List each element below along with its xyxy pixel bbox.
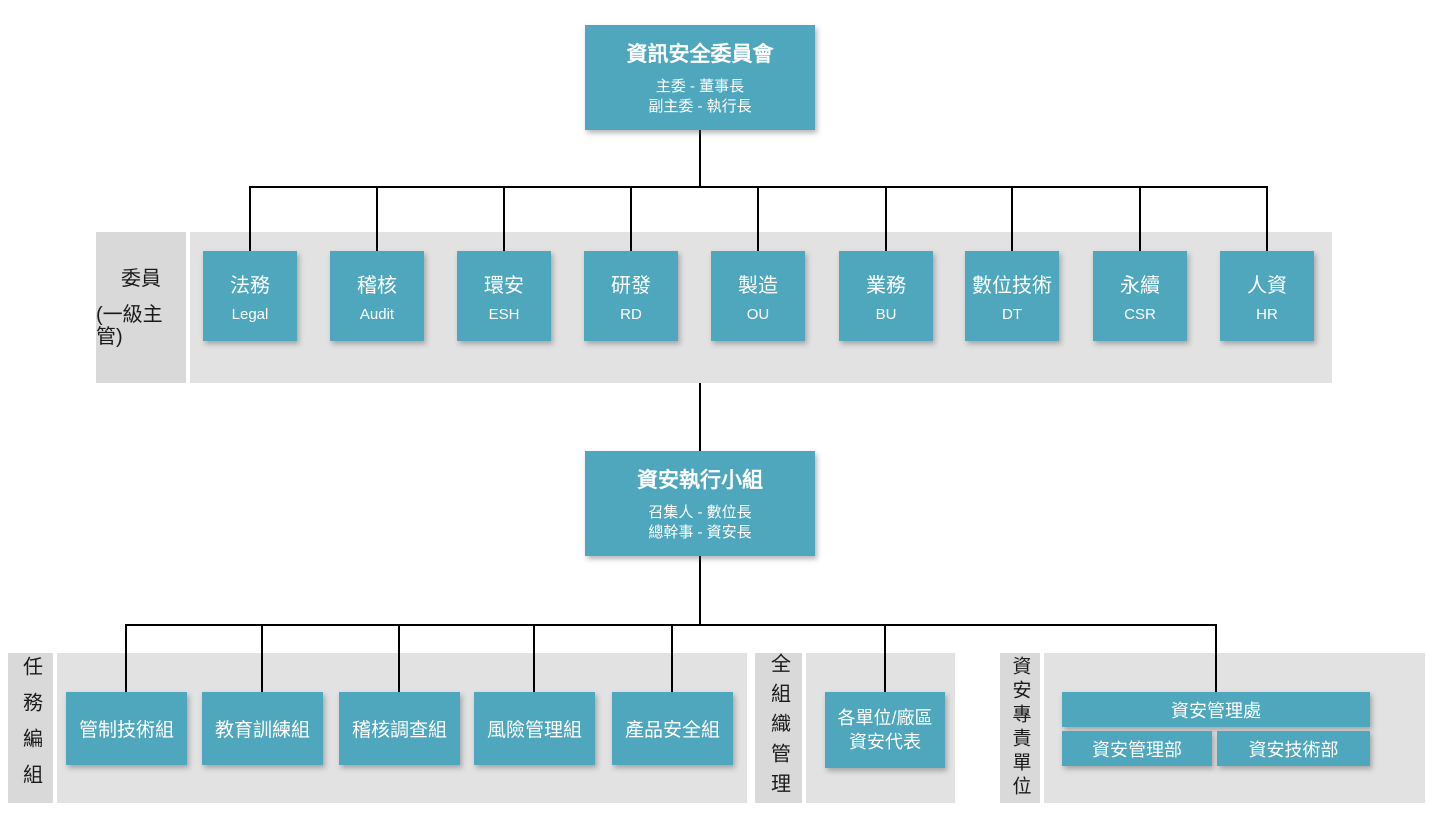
exec-convener-line: 召集人 - 數位長 (648, 504, 752, 521)
site-rep-box: 各單位/廠區 資安代表 (825, 692, 945, 768)
team-label: 稽核調查組 (351, 720, 447, 741)
member-box-legal: 法務 Legal (203, 251, 297, 341)
member-subtitle: RD (620, 306, 642, 323)
security-tech-dept-box: 資安技術部 (1217, 731, 1370, 766)
dept-label: 資安管理部 (1092, 739, 1182, 760)
member-subtitle: CSR (1124, 306, 1156, 323)
team-label: 產品安全組 (624, 720, 720, 741)
committee-title: 資訊安全委員會 (626, 43, 774, 66)
info-security-committee-box: 資訊安全委員會 主委 - 董事長 副主委 - 執行長 (585, 25, 815, 130)
member-title: 人資 (1247, 275, 1287, 297)
member-title: 製造 (738, 275, 778, 297)
org-section-label: 全組織管理 (755, 653, 802, 803)
member-box-audit: 稽核 Audit (330, 251, 424, 341)
team-label: 風險管理組 (486, 720, 582, 741)
member-title: 業務 (866, 275, 906, 297)
committee-members-label: 委員 (一級主管) (96, 232, 186, 383)
exec-team-title: 資安執行小組 (637, 469, 763, 492)
team-label: 教育訓練組 (214, 720, 310, 741)
dept-label: 資安技術部 (1248, 739, 1339, 760)
team-box-control-tech: 管制技術組 (66, 692, 187, 765)
security-mgmt-dept-box: 資安管理部 (1062, 731, 1212, 766)
member-box-bu: 業務 BU (839, 251, 933, 341)
member-subtitle: Audit (359, 306, 395, 323)
member-subtitle: DT (1002, 306, 1022, 323)
member-box-hr: 人資 HR (1220, 251, 1314, 341)
team-box-risk-management: 風險管理組 (474, 692, 595, 765)
team-label: 管制技術組 (78, 720, 174, 741)
security-division-box: 資安管理處 (1062, 692, 1370, 727)
rep-line1: 各單位/廠區 (837, 708, 933, 728)
exec-secretary-line: 總幹事 - 資安長 (648, 524, 752, 541)
member-box-dt: 數位技術 DT (965, 251, 1059, 341)
member-title: 研發 (611, 275, 651, 297)
task-section-label: 任務編組 (8, 653, 53, 803)
members-label-line2: (一級主管) (96, 303, 163, 348)
members-label-line1: 委員 (121, 267, 161, 290)
member-title: 稽核 (357, 275, 397, 297)
member-title: 數位技術 (972, 275, 1052, 297)
member-subtitle: HR (1256, 306, 1278, 323)
task-section-label-text: 任務編組 (19, 656, 42, 800)
team-box-audit-investigation: 稽核調查組 (339, 692, 460, 765)
member-subtitle: ESH (488, 306, 520, 323)
member-box-csr: 永續 CSR (1093, 251, 1187, 341)
org-section-label-text: 全組織管理 (767, 653, 790, 803)
member-box-esh: 環安 ESH (457, 251, 551, 341)
security-exec-team-box: 資安執行小組 召集人 - 數位長 總幹事 - 資安長 (585, 451, 815, 556)
dedicated-section-label: 資安專責單位 (1000, 653, 1040, 803)
dedicated-section-band (1044, 653, 1425, 803)
member-subtitle: BU (875, 306, 897, 323)
rep-line2: 資安代表 (849, 732, 921, 752)
member-box-rd: 研發 RD (584, 251, 678, 341)
member-title: 法務 (230, 275, 270, 297)
dedicated-section-label-text: 資安專責單位 (1009, 656, 1031, 800)
team-box-product-security: 產品安全組 (612, 692, 733, 765)
team-box-training: 教育訓練組 (202, 692, 323, 765)
committee-vice-chair-line: 副主委 - 執行長 (648, 98, 752, 115)
division-label: 資安管理處 (1171, 700, 1261, 721)
committee-chair-line: 主委 - 董事長 (655, 78, 745, 95)
member-subtitle: OU (746, 306, 770, 323)
member-title: 環安 (484, 275, 524, 297)
member-box-ou: 製造 OU (711, 251, 805, 341)
member-subtitle: Legal (231, 306, 269, 323)
member-title: 永續 (1120, 275, 1160, 297)
